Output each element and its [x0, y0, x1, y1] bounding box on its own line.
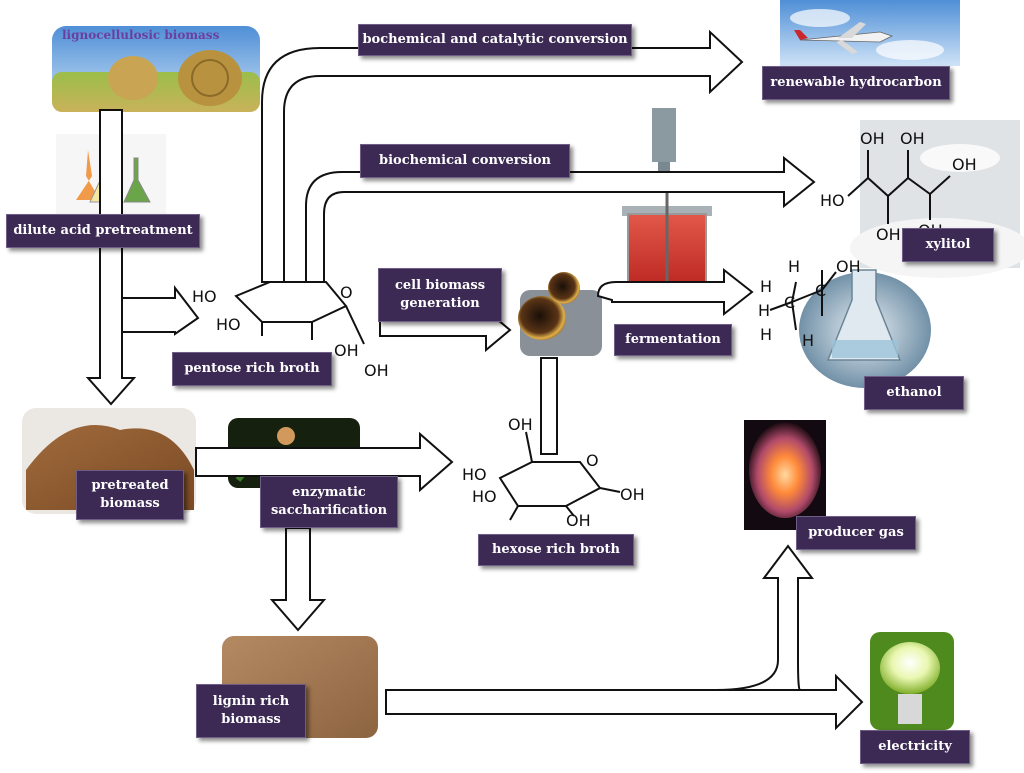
arrow-to-producer-gas	[715, 544, 814, 691]
xylitol-structure	[847, 150, 951, 224]
flame-photo	[744, 420, 826, 530]
ethanol-flask-photo	[799, 269, 931, 388]
xylitol-ho: HO	[820, 191, 845, 210]
biochemical-conversion-label: biochemical conversion	[360, 144, 570, 178]
producer-gas-label: producer gas	[796, 516, 916, 550]
hexose-structure	[498, 431, 621, 521]
arrow-to-pentose-broth	[121, 285, 200, 336]
ethanol-h-5: H	[802, 331, 814, 350]
arrow-to-ethanol	[596, 267, 754, 317]
hexose-ring-o: O	[586, 451, 599, 470]
hexose-oh-top: OH	[508, 415, 533, 434]
xylitol-oh-2: OH	[900, 129, 925, 148]
arrow-hexose-up	[540, 357, 558, 455]
xylitol-oh-1: OH	[860, 129, 885, 148]
pentose-rich-broth-label: pentose rich broth	[172, 352, 332, 386]
pentose-ring-o: O	[340, 283, 353, 302]
yeast-cells-photo	[518, 272, 602, 356]
arrow-biochemical-catalytic	[261, 29, 744, 283]
lignocellulosic-biomass-title: lignocellulosic biomass	[62, 28, 220, 42]
lignin-rich-biomass-label: lignin rich biomass	[196, 684, 306, 738]
ethanol-c-1: C	[784, 293, 795, 312]
hexose-ho-2: HO	[472, 487, 497, 506]
hexose-oh-2: OH	[620, 485, 645, 504]
pentose-oh-2: OH	[364, 361, 389, 380]
pentose-ho-1: HO	[192, 287, 217, 306]
ethanol-oh: OH	[836, 257, 861, 276]
cell-biomass-generation-label: cell biomass generation	[378, 268, 502, 322]
xylitol-oh-5: OH	[952, 155, 977, 174]
enzymatic-saccharification-label: enzymatic saccharification	[260, 476, 398, 528]
renewable-hydrocarbon-label: renewable hydrocarbon	[762, 66, 950, 100]
hexose-rich-broth-label: hexose rich broth	[478, 534, 634, 566]
light-bulb-photo	[870, 632, 954, 730]
pentose-ho-2: HO	[216, 315, 241, 334]
hay-bales-photo	[52, 26, 260, 112]
arrow-biochemical-conversion	[305, 155, 816, 283]
ethanol-h-3: H	[760, 325, 772, 344]
fermentation-label: fermentation	[614, 324, 732, 356]
xylitol-label: xylitol	[902, 228, 994, 262]
dilute-acid-pretreatment-label: dilute acid pretreatment	[6, 214, 200, 248]
biochemical-catalytic-conversion-label: bochemical and catalytic conversion	[358, 24, 632, 56]
ethanol-structure	[769, 270, 837, 331]
ethanol-h-4: H	[788, 257, 800, 276]
arrow-to-electricity	[385, 673, 864, 731]
arrow-to-lignin	[269, 527, 327, 632]
electricity-label: electricity	[860, 730, 970, 764]
ethanol-h-2: H	[760, 277, 772, 296]
ethanol-c-2: C	[815, 281, 826, 300]
airplane-photo	[780, 0, 960, 66]
xylitol-oh-3: OH	[876, 225, 901, 244]
hexose-ho-1: HO	[462, 465, 487, 484]
hexose-oh-1: OH	[566, 511, 591, 530]
bioreactor-photo	[620, 108, 712, 298]
pretreated-biomass-label: pretreated biomass	[76, 470, 184, 520]
pentose-oh-1: OH	[334, 341, 359, 360]
ethanol-label: ethanol	[864, 376, 964, 410]
pentose-structure	[234, 281, 365, 345]
ethanol-h-1: H	[758, 301, 770, 320]
arrow-to-pretreated-biomass	[85, 109, 137, 406]
